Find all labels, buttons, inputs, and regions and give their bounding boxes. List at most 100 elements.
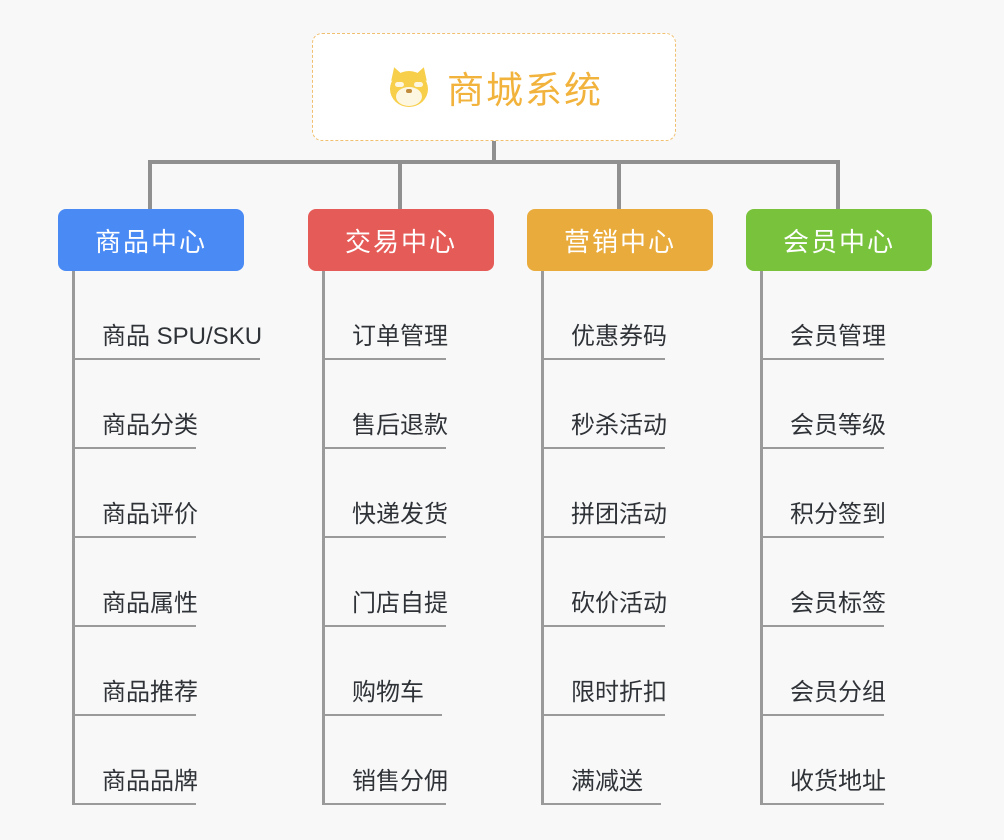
list-item-label: 限时折扣 <box>571 679 667 706</box>
list-item-underline <box>72 536 196 538</box>
list-item-label: 砍价活动 <box>571 590 667 617</box>
item-list-marketing: 优惠券码 秒杀活动 拼团活动 砍价活动 限时折扣 满减送 <box>527 271 713 805</box>
list-item-label: 优惠券码 <box>571 323 667 350</box>
item-list-member: 会员管理 会员等级 积分签到 会员标签 会员分组 收货地址 <box>746 271 932 805</box>
list-item-underline <box>541 447 665 449</box>
list-item-underline <box>322 358 446 360</box>
connector-root-stem <box>492 141 496 164</box>
connector-drop-商品中心 <box>148 160 152 209</box>
list-item[interactable]: 砍价活动 <box>527 538 713 627</box>
list-item[interactable]: 限时折扣 <box>527 627 713 716</box>
category-header-label: 营销中心 <box>563 226 676 257</box>
list-item-underline <box>760 714 884 716</box>
list-item[interactable]: 销售分佣 <box>308 716 494 805</box>
list-item[interactable]: 会员等级 <box>746 360 932 449</box>
category-column-member: 会员中心 会员管理 会员等级 积分签到 会员标签 会员分组 <box>746 209 932 805</box>
category-header-trade[interactable]: 交易中心 <box>308 209 494 271</box>
list-item[interactable]: 售后退款 <box>308 360 494 449</box>
list-item-label: 商品推荐 <box>102 679 198 706</box>
list-item-underline <box>541 803 661 805</box>
list-item-underline <box>760 536 884 538</box>
item-list-product: 商品 SPU/SKU 商品分类 商品评价 商品属性 商品推荐 商品品牌 <box>58 271 262 805</box>
category-header-marketing[interactable]: 营销中心 <box>527 209 713 271</box>
list-item[interactable]: 商品分类 <box>58 360 262 449</box>
list-item-underline <box>322 625 446 627</box>
list-item-underline <box>72 714 196 716</box>
list-item-underline <box>322 714 442 716</box>
list-item-underline <box>72 803 196 805</box>
list-item-label: 快递发货 <box>352 501 448 528</box>
category-header-product[interactable]: 商品中心 <box>58 209 244 271</box>
list-item-label: 商品分类 <box>102 412 198 439</box>
list-item-label: 门店自提 <box>352 590 448 617</box>
dog-face-icon <box>385 63 433 111</box>
list-item-underline <box>760 358 884 360</box>
list-item[interactable]: 商品评价 <box>58 449 262 538</box>
connector-drop-交易中心 <box>398 160 402 209</box>
list-item[interactable]: 收货地址 <box>746 716 932 805</box>
list-item-underline <box>72 358 261 360</box>
list-item-label: 销售分佣 <box>352 768 448 795</box>
list-item-label: 秒杀活动 <box>571 412 667 439</box>
category-header-member[interactable]: 会员中心 <box>746 209 932 271</box>
list-item-underline <box>760 803 884 805</box>
list-item[interactable]: 会员分组 <box>746 627 932 716</box>
list-item[interactable]: 商品 SPU/SKU <box>58 271 262 360</box>
category-column-trade: 交易中心 订单管理 售后退款 快递发货 门店自提 购物车 <box>308 209 494 805</box>
list-item-underline <box>541 625 665 627</box>
trunk-line <box>760 271 763 805</box>
list-item-underline <box>541 714 665 716</box>
list-item-label: 购物车 <box>352 679 424 706</box>
category-header-label: 会员中心 <box>782 226 895 257</box>
list-item-label: 会员标签 <box>790 590 886 617</box>
list-item-underline <box>760 447 884 449</box>
list-item-label: 会员分组 <box>790 679 886 706</box>
list-item-underline <box>760 625 884 627</box>
list-item-label: 售后退款 <box>352 412 448 439</box>
list-item[interactable]: 商品推荐 <box>58 627 262 716</box>
list-item[interactable]: 会员标签 <box>746 538 932 627</box>
root-node[interactable]: 商城系统 <box>312 33 676 141</box>
list-item-underline <box>541 358 665 360</box>
list-item-label: 会员管理 <box>790 323 886 350</box>
list-item[interactable]: 会员管理 <box>746 271 932 360</box>
list-item-label: 商品 SPU/SKU <box>102 323 263 350</box>
list-item[interactable]: 拼团活动 <box>527 449 713 538</box>
list-item[interactable]: 商品品牌 <box>58 716 262 805</box>
list-item-label: 满减送 <box>571 768 643 795</box>
trunk-line <box>322 271 325 805</box>
category-column-marketing: 营销中心 优惠券码 秒杀活动 拼团活动 砍价活动 限时折扣 <box>527 209 713 805</box>
list-item-underline <box>322 536 446 538</box>
list-item-label: 商品属性 <box>102 590 198 617</box>
list-item-label: 商品评价 <box>102 501 198 528</box>
list-item[interactable]: 秒杀活动 <box>527 360 713 449</box>
category-column-product: 商品中心 商品 SPU/SKU 商品分类 商品评价 商品属性 商品推荐 <box>58 209 262 805</box>
list-item-label: 拼团活动 <box>571 501 667 528</box>
connector-horizontal-bus <box>148 160 840 164</box>
root-title: 商城系统 <box>447 70 603 111</box>
list-item-label: 积分签到 <box>790 501 886 528</box>
list-item[interactable]: 优惠券码 <box>527 271 713 360</box>
list-item[interactable]: 商品属性 <box>58 538 262 627</box>
list-item[interactable]: 积分签到 <box>746 449 932 538</box>
list-item-underline <box>322 803 446 805</box>
list-item-underline <box>541 536 665 538</box>
category-header-label: 商品中心 <box>94 226 207 257</box>
connector-drop-会员中心 <box>836 160 840 209</box>
list-item[interactable]: 门店自提 <box>308 538 494 627</box>
list-item[interactable]: 购物车 <box>308 627 494 716</box>
list-item-underline <box>72 625 196 627</box>
list-item[interactable]: 满减送 <box>527 716 713 805</box>
category-header-label: 交易中心 <box>344 226 457 257</box>
list-item-label: 商品品牌 <box>102 768 198 795</box>
list-item-label: 收货地址 <box>790 768 886 795</box>
list-item[interactable]: 快递发货 <box>308 449 494 538</box>
connector-drop-营销中心 <box>617 160 621 209</box>
trunk-line <box>541 271 544 805</box>
list-item-label: 订单管理 <box>352 323 448 350</box>
item-list-trade: 订单管理 售后退款 快递发货 门店自提 购物车 销售分佣 <box>308 271 494 805</box>
list-item[interactable]: 订单管理 <box>308 271 494 360</box>
trunk-line <box>72 271 75 805</box>
list-item-underline <box>72 447 196 449</box>
